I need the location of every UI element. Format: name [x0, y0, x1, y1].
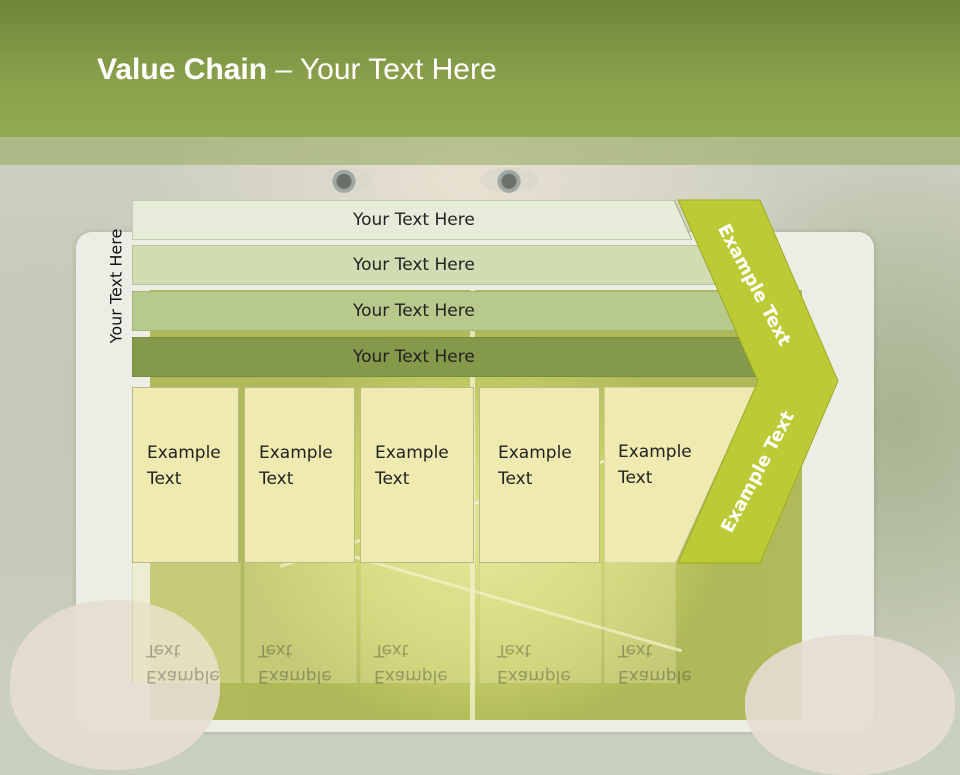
chain-bar-3-shape: [132, 291, 740, 331]
title-bar: [0, 0, 960, 137]
example-box-5-line1: Example: [618, 442, 692, 462]
chain-bar-1-label: Your Text Here: [353, 210, 475, 230]
chain-bar-3: Your Text Here: [132, 291, 740, 331]
example-box-2-line1: Example: [259, 443, 333, 463]
example-box-1-line2: Text: [147, 469, 182, 489]
chain-bar-4: Your Text Here: [132, 337, 764, 377]
chain-bar-2: Your Text Here: [132, 245, 717, 285]
example-box-5: Example Text: [604, 387, 764, 563]
example-box-3-line1: Example: [375, 443, 449, 463]
page-title-bold: Value Chain: [97, 53, 268, 86]
chain-bar-1-shape: [132, 200, 692, 240]
eye-left: [315, 167, 373, 193]
example-box-3-line2: Text: [375, 469, 410, 489]
value-chevron: [677, 199, 839, 564]
chain-bar-3-label: Your Text Here: [353, 301, 475, 321]
example-box-4-line2: Text: [498, 469, 533, 489]
example-box-4-line1: Example: [498, 443, 572, 463]
example-box-2: Example Text: [244, 387, 355, 563]
example-box-3: Example Text: [360, 387, 474, 563]
example-box-4: Example Text: [479, 387, 600, 563]
example-box-5-shape: [604, 387, 757, 563]
page-title: Value Chain – Your Text Here: [97, 53, 497, 87]
page-title-rest: – Your Text Here: [267, 53, 497, 86]
chain-bar-1: Your Text Here: [132, 200, 692, 240]
chain-bar-4-shape: [132, 337, 764, 377]
title-bar-fade: [0, 137, 960, 165]
chain-bar-2-label: Your Text Here: [353, 255, 475, 275]
example-box-1-line1: Example: [147, 443, 221, 463]
chain-bar-2-shape: [132, 245, 717, 285]
chain-bar-4-label: Your Text Here: [353, 347, 475, 367]
example-box-5-line2: Text: [618, 468, 653, 488]
eye-right: [480, 167, 538, 193]
example-box-2-line2: Text: [259, 469, 294, 489]
example-box-1: Example Text: [132, 387, 239, 563]
